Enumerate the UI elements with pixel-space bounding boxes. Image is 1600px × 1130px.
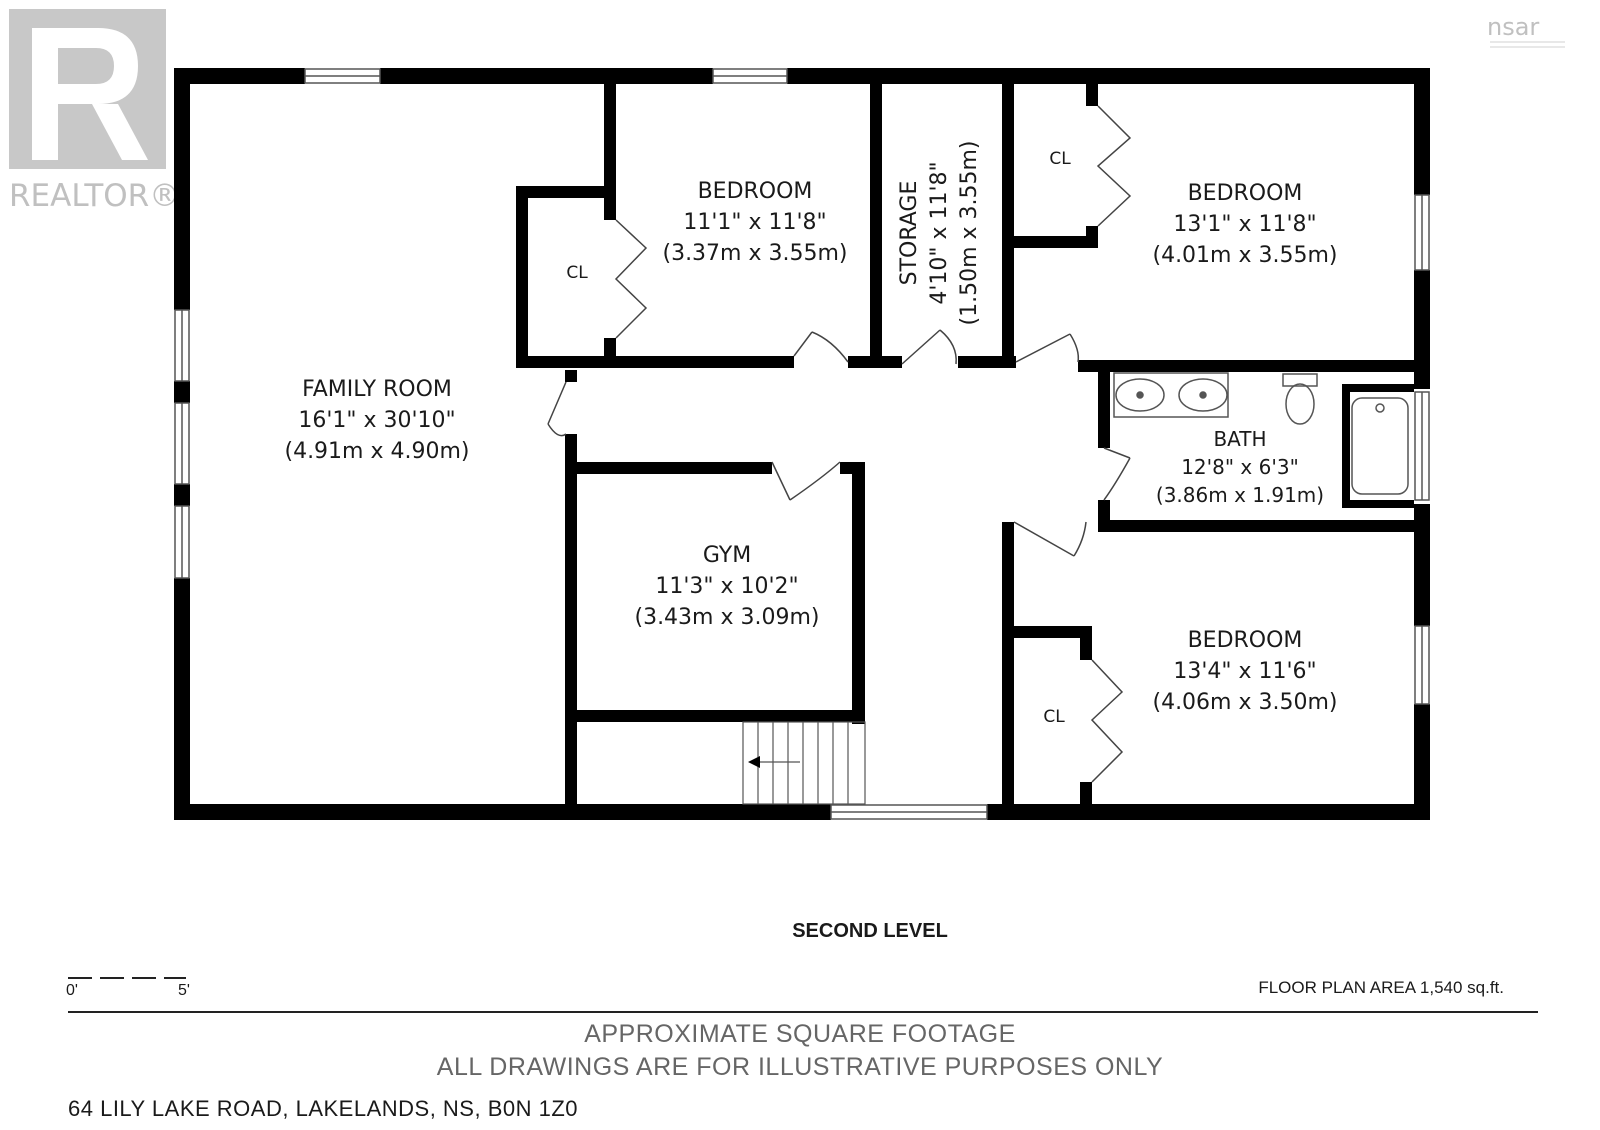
room-name: GYM (703, 543, 751, 568)
floor-plan-area: FLOOR PLAN AREA 1,540 sq.ft. (1258, 978, 1504, 997)
property-address: 64 LILY LAKE ROAD, LAKELANDS, NS, B0N 1Z… (68, 1096, 579, 1121)
closet-label-bedroom-2: CL (1049, 149, 1071, 169)
room-name: FAMILY ROOM (302, 377, 452, 402)
room-bath: BATH 12'8" x 6'3" (3.86m x 1.91m) (1156, 427, 1324, 507)
room-dims-imperial: 12'8" x 6'3" (1181, 455, 1299, 479)
room-dims-metric: (1.50m x 3.55m) (957, 140, 982, 325)
bath-fixtures (1113, 372, 1409, 495)
svg-text:REALTOR®: REALTOR® (9, 178, 180, 214)
scale-end-label: 5' (178, 982, 190, 999)
room-name: BEDROOM (698, 179, 813, 204)
room-dims-imperial: 4'10" x 11'8" (927, 161, 952, 304)
room-bedroom-3: BEDROOM 13'4" x 11'6" (4.06m x 3.50m) (1152, 628, 1337, 715)
closet-label-bedroom-3: CL (1043, 707, 1065, 727)
room-dims-metric: (4.01m x 3.55m) (1152, 243, 1337, 268)
room-bedroom-2: BEDROOM 13'1" x 11'8" (4.01m x 3.55m) (1152, 181, 1337, 268)
closet-label-bedroom-1: CL (566, 263, 588, 283)
room-storage: STORAGE 4'10" x 11'8" (1.50m x 3.55m) (897, 140, 982, 325)
svg-text:nsar: nsar (1487, 13, 1539, 41)
room-name: BEDROOM (1188, 628, 1303, 653)
room-dims-metric: (3.37m x 3.55m) (662, 241, 847, 266)
realtor-logo: REALTOR® (9, 9, 180, 214)
room-dims-metric: (3.43m x 3.09m) (634, 605, 819, 630)
room-dims-imperial: 11'3" x 10'2" (655, 574, 798, 599)
room-bedroom-1: BEDROOM 11'1" x 11'8" (3.37m x 3.55m) (662, 179, 847, 266)
level-title: SECOND LEVEL (792, 920, 948, 942)
divider-rule (68, 1011, 1538, 1013)
room-dims-metric: (4.06m x 3.50m) (1152, 690, 1337, 715)
nsar-logo: nsar (1487, 13, 1565, 48)
room-dims-metric: (4.91m x 4.90m) (284, 439, 469, 464)
room-dims-imperial: 13'4" x 11'6" (1173, 659, 1316, 684)
stairs (742, 721, 866, 805)
room-dims-metric: (3.86m x 1.91m) (1156, 483, 1324, 507)
room-dims-imperial: 16'1" x 30'10" (298, 408, 455, 433)
doors (547, 105, 1132, 783)
room-name: STORAGE (897, 181, 922, 286)
disclaimer-line-1: APPROXIMATE SQUARE FOOTAGE (584, 1020, 1016, 1048)
room-gym: GYM 11'3" x 10'2" (3.43m x 3.09m) (634, 543, 819, 630)
room-dims-imperial: 13'1" x 11'8" (1173, 212, 1316, 237)
room-name: BEDROOM (1188, 181, 1303, 206)
room-dims-imperial: 11'1" x 11'8" (683, 210, 826, 235)
windows (174, 68, 1430, 820)
room-name: BATH (1213, 427, 1266, 451)
disclaimer-line-2: ALL DRAWINGS ARE FOR ILLUSTRATIVE PURPOS… (436, 1053, 1164, 1081)
scale-start-label: 0' (66, 982, 78, 999)
room-family-room: FAMILY ROOM 16'1" x 30'10" (4.91m x 4.90… (284, 377, 469, 464)
walls (174, 68, 1430, 820)
